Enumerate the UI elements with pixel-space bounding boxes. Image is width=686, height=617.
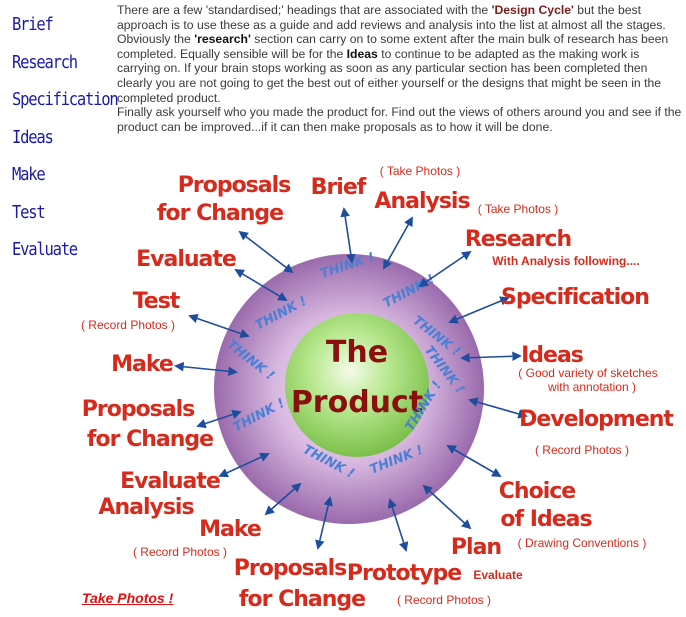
stage-ideas-note-line2: with annotation ) bbox=[547, 380, 636, 394]
intro-text-part: to continue to be adapted as the making … bbox=[117, 46, 662, 105]
take-photos-link[interactable]: Take Photos ! bbox=[82, 590, 174, 606]
arrow-ideas bbox=[460, 351, 522, 363]
arrow-make-bottom bbox=[264, 482, 302, 516]
arrow-make-left bbox=[174, 361, 238, 377]
arrow-prototype bbox=[387, 498, 409, 552]
stage-specification: Specification bbox=[501, 285, 649, 310]
arrow-research bbox=[418, 250, 472, 288]
stage-choice-line2: of Ideas bbox=[500, 507, 592, 532]
stage-brief-note: ( Take Photos ) bbox=[380, 164, 460, 178]
product-circle bbox=[285, 313, 429, 457]
stage-proposals-top-line2: for Change bbox=[157, 201, 283, 226]
arrow-plan bbox=[422, 484, 472, 530]
arrow-evaluate-top bbox=[234, 269, 288, 301]
stage-test: Test bbox=[133, 289, 181, 314]
stage-evaluate-top: Evaluate bbox=[136, 247, 236, 272]
stage-proposals-bottom-line1: Proposals bbox=[234, 556, 347, 581]
arrow-proposals-bottom bbox=[315, 496, 333, 550]
stage-prototype-note: ( Record Photos ) bbox=[397, 593, 491, 607]
arrow-evaluate-analysis bbox=[218, 452, 270, 478]
center-title-line1: The bbox=[326, 335, 388, 370]
arrow-specification bbox=[448, 296, 510, 324]
stage-choice-line1: Choice bbox=[499, 479, 576, 504]
stage-proposals-left-line2: for Change bbox=[87, 427, 213, 452]
design-cycle-term: 'Design Cycle' bbox=[491, 3, 574, 17]
stage-list-item-specification: Specification bbox=[12, 89, 119, 110]
center-title-line2: Product bbox=[291, 385, 423, 420]
stage-research-note: With Analysis following.... bbox=[492, 254, 639, 268]
stage-make-left: Make bbox=[111, 352, 173, 377]
stage-evaluate-analysis-line1: Evaluate bbox=[120, 469, 220, 494]
stage-proposals-top-line1: Proposals bbox=[178, 173, 291, 198]
stage-list-item-ideas: Ideas bbox=[12, 126, 54, 148]
stage-ideas: Ideas bbox=[521, 343, 584, 368]
arrow-choice bbox=[446, 445, 502, 477]
stage-list-item-test: Test bbox=[12, 201, 46, 223]
stage-list: Brief Research Specification Ideas Make … bbox=[12, 10, 135, 273]
stage-brief: Brief bbox=[311, 175, 367, 200]
intro-text: There are a few 'standardised;' headings… bbox=[117, 3, 683, 134]
stage-make-bottom-note: ( Record Photos ) bbox=[133, 545, 227, 559]
stage-prototype: Prototype bbox=[347, 561, 461, 586]
stage-plan-evaluate: Evaluate bbox=[473, 568, 523, 582]
stage-choice-note: ( Drawing Conventions ) bbox=[518, 536, 647, 550]
intro-paragraph-2: Finally ask yourself who you made the pr… bbox=[117, 105, 682, 134]
arrow-analysis bbox=[383, 216, 413, 270]
stage-plan: Plan bbox=[451, 535, 501, 560]
stage-ideas-note-line1: ( Good variety of sketches bbox=[518, 366, 657, 380]
stage-analysis: Analysis bbox=[374, 189, 470, 214]
arrow-brief bbox=[340, 207, 356, 264]
stage-development: Development bbox=[519, 407, 674, 432]
stage-test-note: ( Record Photos ) bbox=[81, 318, 175, 332]
intro-text-part: section can carry on to some extent afte… bbox=[117, 32, 669, 61]
stage-evaluate-analysis-line2: Analysis bbox=[98, 495, 194, 520]
stage-list-item-brief: Brief bbox=[12, 14, 54, 35]
stage-list-item-make: Make bbox=[12, 164, 46, 185]
arrow-development bbox=[468, 397, 528, 419]
arrow-proposals-left bbox=[196, 409, 242, 429]
research-term: 'research' bbox=[194, 32, 251, 47]
stage-list-item-research: Research bbox=[12, 51, 78, 73]
intro-paragraph-1: There are a few 'standardised;' headings… bbox=[117, 3, 683, 105]
intro-text-part: but the best approach is to use these as… bbox=[117, 3, 666, 47]
stage-make-bottom: Make bbox=[199, 517, 261, 542]
ideas-term: Ideas bbox=[346, 46, 378, 61]
arrow-proposals-top bbox=[238, 230, 294, 274]
arrow-test bbox=[188, 313, 250, 339]
stage-proposals-left-line1: Proposals bbox=[82, 397, 195, 422]
stage-list-item-evaluate: Evaluate bbox=[12, 239, 78, 260]
stage-analysis-note: ( Take Photos ) bbox=[478, 202, 558, 216]
stage-proposals-bottom-line2: for Change bbox=[239, 587, 365, 612]
intro-text-part: There are a few 'standardised;' headings… bbox=[117, 3, 492, 17]
stage-development-note: ( Record Photos ) bbox=[535, 443, 629, 457]
stage-research: Research bbox=[465, 227, 571, 252]
